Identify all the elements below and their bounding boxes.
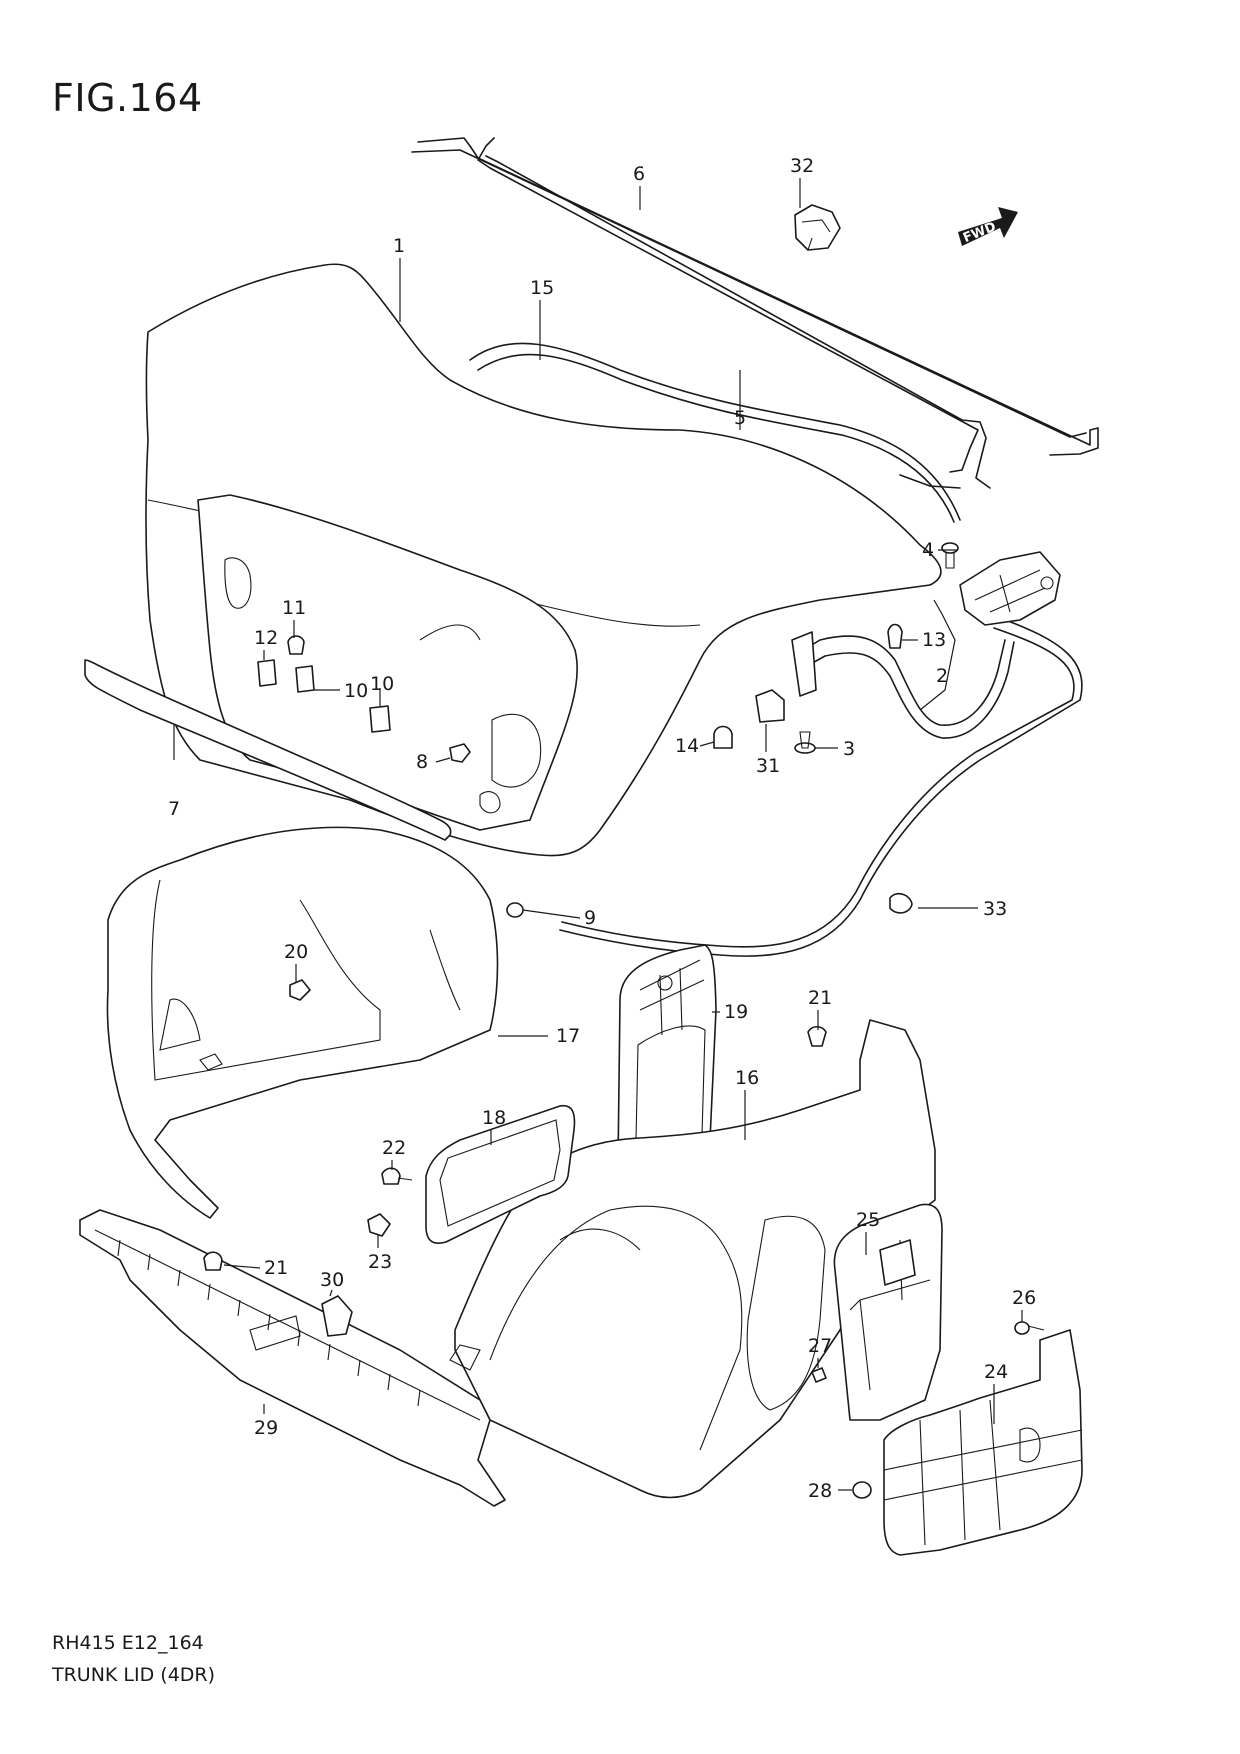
fwd-arrow-icon: FWD [958,207,1018,246]
callout-11: 11 [282,597,306,619]
clip-21-lower [203,1251,223,1271]
screw-22 [381,1167,413,1185]
clip-20 [289,979,311,1001]
callout-24: 24 [984,1361,1008,1383]
callout-10a: 10 [344,680,368,702]
figure-caption: TRUNK LID (4DR) [52,1664,216,1686]
callout-30: 30 [320,1269,344,1291]
screw-27 [811,1367,827,1383]
plate-12 [257,659,277,687]
callout-2: 2 [936,665,948,687]
lamp-bezel-18 [425,1104,576,1244]
callout-23: 23 [368,1251,392,1273]
callout-29: 29 [254,1417,278,1439]
bolt-3 [794,731,816,754]
bumper-14 [713,725,733,749]
grommet-11 [287,635,305,655]
callout-32: 32 [790,155,814,177]
leader-lines [173,178,1023,1491]
trunk-lid-1 [145,263,942,857]
figure-title: FIG.164 [52,76,203,120]
clip-23 [367,1213,391,1237]
clip-31 [755,689,785,723]
bracket-32 [794,204,841,251]
torsion-bar-6 [411,137,1099,456]
bracket-25 [833,1203,943,1421]
callout-20: 20 [284,941,308,963]
hinge-arm-2 [791,631,1015,739]
callout-19: 19 [724,1001,748,1023]
side-trim-17 [106,826,499,1219]
label-10a [295,665,315,693]
garnish-7 [84,659,452,841]
bracket-24 [883,1329,1083,1556]
callout-3: 3 [843,738,855,760]
hinge-bracket [959,551,1061,626]
callout-26: 26 [1012,1287,1036,1309]
callout-4: 4 [922,539,934,561]
callout-18: 18 [482,1107,506,1129]
callout-labels: 1 2 3 4 5 6 7 8 9 10 10 11 12 13 14 15 1… [168,155,1036,1502]
callout-21a: 21 [808,987,832,1009]
callout-25: 25 [856,1209,880,1231]
figure-code: RH415 E12_164 [52,1632,204,1654]
callout-14: 14 [675,735,699,757]
callout-6: 6 [633,163,645,185]
torsion-bar-5 [477,137,991,489]
bolt-4 [941,542,959,569]
weatherstrip-15 [469,342,1083,957]
stopper-13 [887,623,903,649]
callout-13: 13 [922,629,946,651]
callout-33: 33 [983,898,1007,920]
callout-9: 9 [584,907,596,929]
clip-21-upper [807,1025,827,1047]
callout-1: 1 [393,235,405,257]
callout-10b: 10 [370,673,394,695]
callout-12: 12 [254,627,278,649]
callout-28: 28 [808,1480,832,1502]
sill-plate-29 [79,1209,506,1507]
callout-5: 5 [734,407,746,429]
nut-28 [852,1481,872,1499]
callout-21b: 21 [264,1257,288,1279]
fwd-label: FWD [961,219,998,246]
callout-17: 17 [556,1025,580,1047]
bolt-26 [1014,1321,1045,1335]
callout-22: 22 [382,1137,406,1159]
nut-9 [506,902,524,918]
clip-30 [321,1295,353,1337]
cap-33 [889,892,913,914]
callout-7: 7 [168,798,180,820]
callout-27: 27 [808,1335,832,1357]
label-10b [369,705,391,733]
fastener-8 [449,743,471,763]
callout-8: 8 [416,751,428,773]
callout-31: 31 [756,755,780,777]
callout-16: 16 [735,1067,759,1089]
callout-15: 15 [530,277,554,299]
